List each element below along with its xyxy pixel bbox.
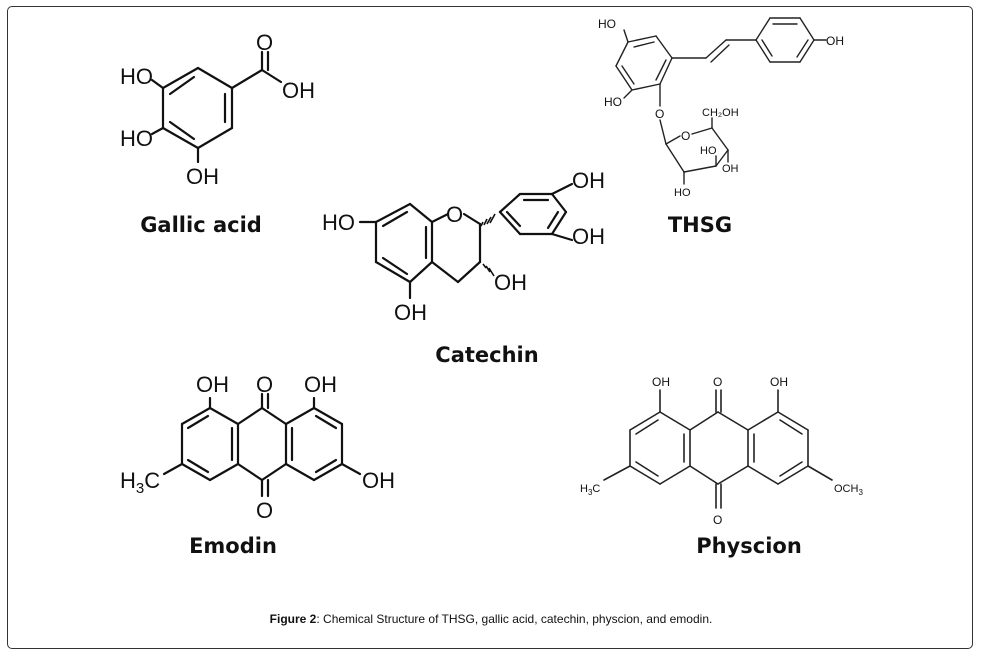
physcion-methyl: H3C [580,483,600,497]
emodin-structure: OH O OH O OH H3C Emodin [120,372,395,558]
physcion-oh-left: OH [652,375,670,389]
gallic-acid-oh: OH [282,78,315,103]
thsg-oh-left: HO [604,95,622,109]
gallic-oh-middle: HO [120,126,153,151]
caption-text: : Chemical Structure of THSG, gallic aci… [316,612,713,626]
thsg-label: THSG [668,213,732,237]
physcion-carbonyl-bottom: O [713,513,722,527]
thsg-sugar-ho-bottom: HO [674,187,691,199]
catechin-ring-o: O [446,202,463,227]
catechin-label: Catechin [435,343,538,367]
thsg-ether-o: O [655,107,664,121]
thsg-oh-top-left: HO [598,17,616,31]
gallic-oh-bottom: OH [186,164,219,189]
thsg-ch2oh: CH₂OH [702,107,739,119]
gallic-oh-top: HO [120,64,153,89]
catechin-oh-4prime: OH [572,168,605,193]
emodin-methyl: H3C [120,468,160,497]
physcion-label: Physcion [696,534,802,558]
emodin-carbonyl-top: O [256,372,273,397]
gallic-acid-structure: O OH HO HO OH Gallic acid [120,30,315,237]
thsg-sugar-ho: HO [700,145,717,157]
catechin-oh-3: OH [494,270,527,295]
gallic-carbonyl-o: O [256,30,273,55]
physcion-oh-right: OH [770,375,788,389]
emodin-oh-right: OH [304,372,337,397]
emodin-label: Emodin [189,534,277,558]
catechin-oh-bottom: OH [394,300,427,325]
thsg-oh-right: OH [826,34,844,48]
catechin-oh-3prime: OH [572,224,605,249]
caption-prefix: Figure 2 [269,612,317,626]
thsg-structure: HO HO OH O O CH₂OH HO OH HO THSG [598,17,844,237]
physcion-methoxy: OCH3 [834,483,863,497]
thsg-ring-o: O [681,129,690,143]
thsg-sugar-oh: OH [722,163,739,175]
figure-caption: Figure 2: Chemical Structure of THSG, ga… [0,612,982,626]
figure-frame [7,6,973,649]
gallic-acid-label: Gallic acid [140,213,262,237]
physcion-carbonyl-top: O [713,375,722,389]
catechin-structure: O HO OH OH OH OH Catechin [322,168,605,367]
emodin-carbonyl-bottom: O [256,498,273,523]
physcion-structure: OH O OH O H3C OCH3 Physcion [580,375,863,558]
emodin-oh-left: OH [196,372,229,397]
catechin-oh-left: HO [322,210,355,235]
emodin-oh-ring: OH [362,468,395,493]
